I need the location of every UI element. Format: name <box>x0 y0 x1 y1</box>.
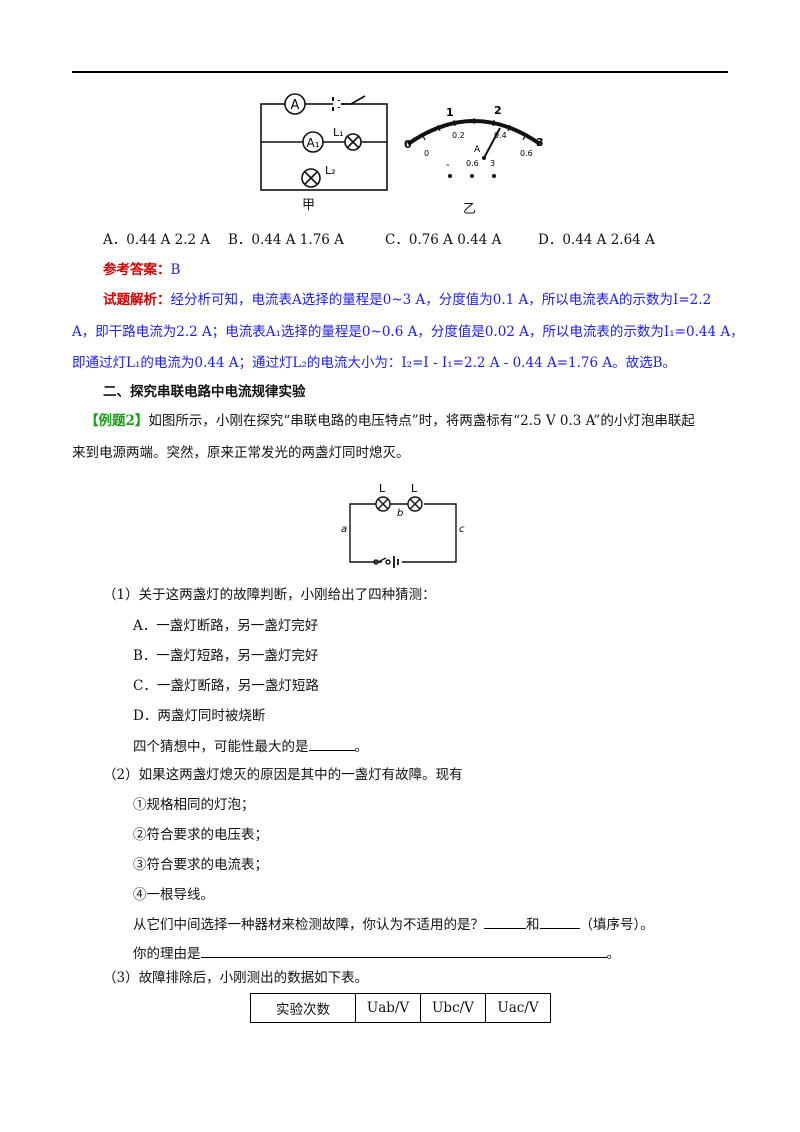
scale-bottom-2: 0.4 <box>494 131 507 140</box>
point-c-label: c <box>459 524 465 535</box>
meter-sign-3: 3 <box>490 159 495 168</box>
scale-bottom-0: 0 <box>424 149 429 158</box>
answer-blank-4[interactable] <box>200 943 607 958</box>
scale-top-3: 3 <box>536 136 544 149</box>
meter-sign-06: 0.6 <box>466 159 479 168</box>
meter-sign-minus: - <box>446 160 450 171</box>
part1-option-a: A．一盏灯断路，另一盏灯完好 <box>133 618 319 634</box>
part2-reason-text: 你的理由是 <box>133 946 201 962</box>
part2-item-1: ①规格相同的灯泡； <box>133 797 255 813</box>
analysis-line-2: A，即干路电流为2.2 A；电流表A₁选择的量程是0~0.6 A，分度值是0.0… <box>72 324 744 340</box>
ammeter-a-label: A <box>291 98 300 113</box>
part2-item-3: ③符合要求的电流表； <box>133 857 268 873</box>
data-table: 实验次数 Uab/V Ubc/V Uac/V <box>250 993 551 1023</box>
table-header-trial: 实验次数 <box>250 993 356 1023</box>
part1-option-b: B．一盏灯短路，另一盏灯完好 <box>133 648 319 664</box>
answer-blank-2[interactable] <box>484 914 526 929</box>
ammeter-a1-label: A₁ <box>306 136 319 150</box>
part1-question-end: 。 <box>354 739 369 755</box>
answer-blank-3[interactable] <box>539 914 580 929</box>
scale-bottom-3: 0.6 <box>520 149 533 158</box>
lamp-left-label: L <box>379 482 386 495</box>
option-a: A．0.44 A 2.2 A <box>103 232 211 248</box>
table-header-ubc: Ubc/V <box>420 993 486 1023</box>
figure-caption-yi: 乙 <box>463 202 477 217</box>
lamp-l1-label: L₁ <box>333 126 344 139</box>
scale-top-1: 1 <box>446 106 454 119</box>
scale-top-2: 2 <box>494 104 502 117</box>
meter-dial-figure-yi: 0 1 2 3 0 0.2 0.4 0.6 A - 0.6 3 <box>404 104 544 178</box>
lamp-right-label: L <box>411 482 418 495</box>
part2-reason: 你的理由是 。 <box>133 943 620 964</box>
option-d: D．0.44 A 2.64 A <box>538 232 655 248</box>
part3-intro: （3）故障排除后，小刚测出的数据如下表。 <box>103 970 369 986</box>
lamp-l2-label: L₂ <box>325 164 336 177</box>
part2-question: 从它们中间选择一种器材来检测故障，你认为不适用的是？ 和 （填序号）。 <box>133 914 654 935</box>
series-circuit-figure: L L a b c <box>341 482 465 568</box>
table-header-uac: Uac/V <box>485 993 551 1023</box>
part2-reason-end: 。 <box>606 946 621 962</box>
example2-line-2: 来到电源两端。突然，原来正常发光的两盏灯同时熄灭。 <box>72 445 410 461</box>
part1-option-d: D．两盏灯同时被烧断 <box>133 708 266 724</box>
part2-item-4: ④一根导线。 <box>133 887 214 903</box>
table-header-row: 实验次数 Uab/V Ubc/V Uac/V <box>250 993 551 1023</box>
option-b: B．0.44 A 1.76 A <box>228 232 344 248</box>
scale-bottom-1: 0.2 <box>452 131 465 140</box>
part1-question-text: 四个猜想中，可能性最大的是 <box>133 739 309 755</box>
answer-blank-1[interactable] <box>308 736 355 751</box>
answer-line: 参考答案：B <box>103 260 180 280</box>
part2-question-text: 从它们中间选择一种器材来检测故障，你认为不适用的是？ <box>133 917 484 933</box>
example2-line-1: 【例题2】如图所示，小刚在探究“串联电路的电压特点”时，将两盏标有“2.5 V … <box>85 411 695 431</box>
answer-label: 参考答案： <box>103 262 171 278</box>
meter-sign-a: A <box>474 145 481 155</box>
point-a-label: a <box>341 524 347 535</box>
part2-item-2: ②符合要求的电压表； <box>133 827 268 843</box>
option-c: C．0.76 A 0.44 A <box>385 232 502 248</box>
analysis-line-1: 试题解析：经分析可知，电流表A选择的量程是0~3 A，分度值为0.1 A，所以电… <box>103 290 711 310</box>
table-header-uab: Uab/V <box>355 993 421 1023</box>
section-title: 二、探究串联电路中电流规律实验 <box>103 384 306 400</box>
analysis-line-3: 即通过灯L₁的电流为0.44 A；通过灯L₂的电流大小为：I₂=I - I₁=2… <box>72 355 677 371</box>
part2-intro: （2）如果这两盏灯熄灭的原因是其中的一盏灯有故障。现有 <box>103 767 463 783</box>
example2-text-1: 如图所示，小刚在探究“串联电路的电压特点”时，将两盏标有“2.5 V 0.3 A… <box>148 413 695 429</box>
part2-question-end: （填序号）。 <box>579 917 654 933</box>
analysis-text-1: 经分析可知，电流表A选择的量程是0~3 A，分度值为0.1 A，所以电流表A的示… <box>170 292 712 308</box>
header-rule <box>72 71 728 73</box>
figure-caption-jia: 甲 <box>302 198 316 213</box>
part2-question-and: 和 <box>526 917 540 933</box>
scale-top-0: 0 <box>404 138 412 151</box>
analysis-label: 试题解析： <box>103 292 171 308</box>
part1-question: 四个猜想中，可能性最大的是 。 <box>133 736 368 757</box>
point-b-label: b <box>397 508 403 519</box>
example2-tag: 【例题2】 <box>85 413 149 429</box>
circuit-figure-jia: A A₁ L₁ L₂ <box>260 93 388 191</box>
part1-option-c: C．一盏灯断路，另一盏灯短路 <box>133 678 319 694</box>
part1-intro: （1）关于这两盏灯的故障判断，小刚给出了四种猜测： <box>103 587 436 603</box>
answer-value: B <box>170 262 181 278</box>
